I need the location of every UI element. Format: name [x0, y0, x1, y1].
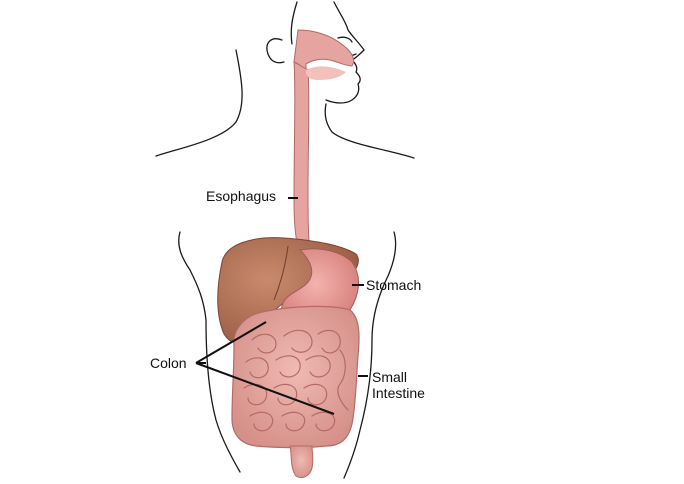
small-intestine-label: Small Intestine — [372, 369, 425, 401]
tongue — [306, 66, 346, 80]
esophagus-label: Esophagus — [206, 188, 277, 204]
neck-right-outline — [324, 103, 415, 159]
esophagus-organ — [293, 29, 355, 253]
colon-label: Colon — [150, 355, 187, 371]
stomach-label: Stomach — [366, 277, 422, 293]
torso-left-outline — [178, 231, 241, 473]
rectum-organ — [289, 445, 314, 479]
ear-outline — [266, 38, 285, 64]
body-outline — [155, 1, 415, 479]
neck-left-outline — [155, 49, 243, 157]
head-back-outline — [290, 1, 298, 45]
colon-leader-bottom — [195, 362, 335, 415]
esophagus-tube — [293, 61, 311, 253]
small-intestine-label-line1: Small — [372, 369, 408, 385]
eye-outline — [337, 36, 353, 43]
colon-organ — [231, 305, 360, 449]
torso-right-outline — [343, 231, 397, 479]
liver-lobe-line — [273, 245, 289, 301]
colon-leader-top — [195, 321, 267, 364]
small-intestine-label-line2: Intestine — [372, 385, 425, 401]
leader-lines — [195, 197, 368, 415]
face-profile-outline — [325, 1, 365, 104]
